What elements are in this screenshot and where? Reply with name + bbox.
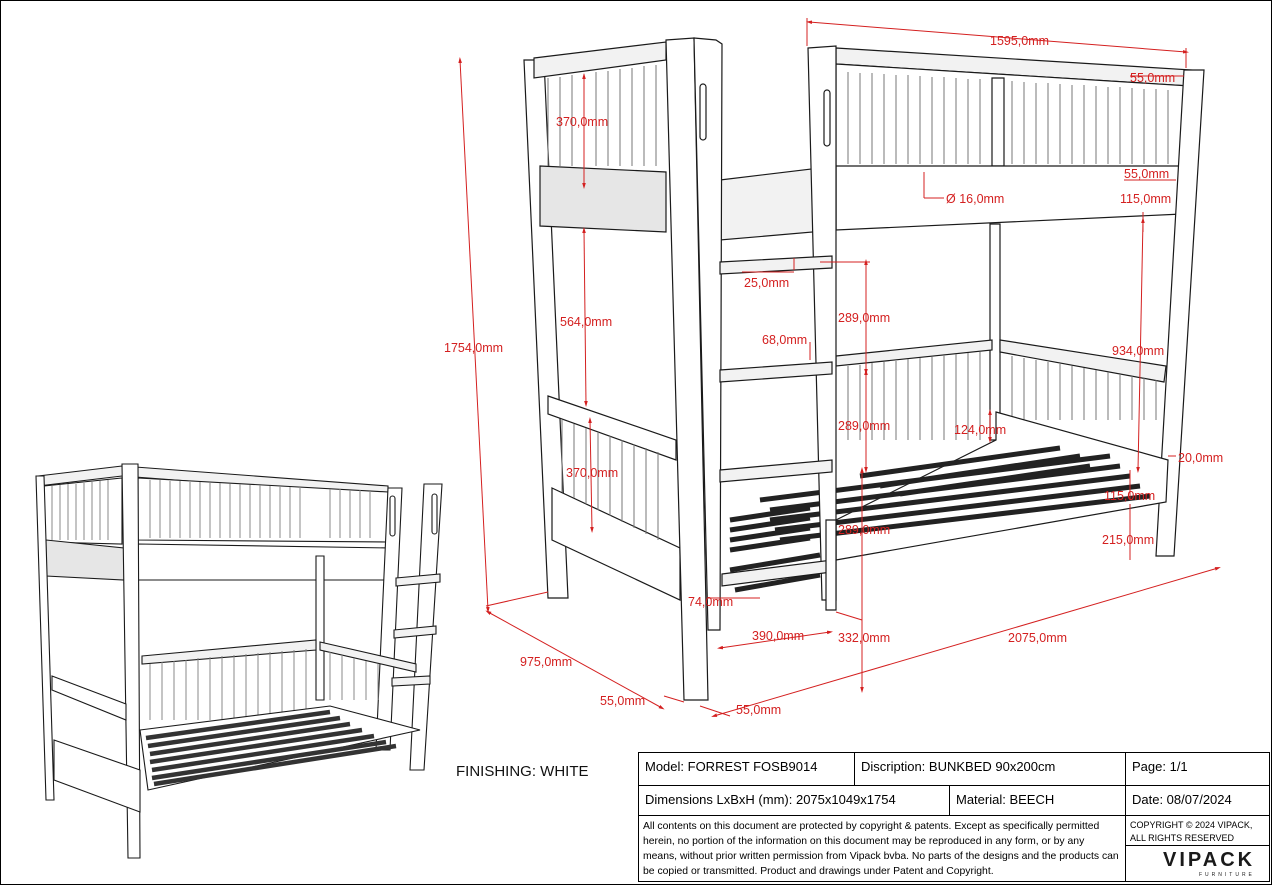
top-back-spindles — [847, 72, 1169, 164]
logo-subtitle: FURNITURE — [1199, 872, 1255, 878]
dim-289-c: 289,0mm — [838, 523, 890, 537]
dim-68: 68,0mm — [762, 333, 807, 347]
dim-124: 124,0mm — [954, 423, 1006, 437]
dim-289-b: 289,0mm — [838, 419, 890, 433]
perspective-bed-view — [35, 463, 443, 859]
material-cell: Material: BEECH — [950, 786, 1126, 816]
perspective-slats — [145, 709, 397, 787]
description-cell: Discription: BUNKBED 90x200cm — [855, 753, 1126, 786]
main-bed-view — [523, 37, 1205, 701]
finishing-label: FINISHING: WHITE — [456, 763, 589, 780]
dim-934: 934,0mm — [1112, 344, 1164, 358]
dim-20: 20,0mm — [1178, 451, 1223, 465]
dim-370-bottom: 370,0mm — [566, 466, 618, 480]
dimension-lines — [458, 18, 1221, 717]
dim-564: 564,0mm — [560, 315, 612, 329]
dim-74: 74,0mm — [688, 595, 733, 609]
copyright-line-1: COPYRIGHT © 2024 VIPACK, — [1130, 820, 1253, 830]
dim-16: Ø 16,0mm — [946, 192, 1004, 206]
dim-390: 390,0mm — [752, 629, 804, 643]
dim-370-top: 370,0mm — [556, 115, 608, 129]
dim-2075: 2075,0mm — [1008, 631, 1067, 645]
dim-332: 332,0mm — [838, 631, 890, 645]
logo-wordmark: VIPACK — [1163, 849, 1256, 871]
legal-notice: All contents on this document are protec… — [639, 816, 1126, 881]
model-cell: Model: FORREST FOSB9014 — [639, 753, 855, 786]
dim-215: 215,0mm — [1102, 533, 1154, 547]
title-block: Model: FORREST FOSB9014 Discription: BUN… — [638, 752, 1270, 882]
dim-115-top: 115,0mm — [1120, 192, 1171, 206]
dimensions-cell: Dimensions LxBxH (mm): 2075x1049x1754 — [639, 786, 950, 816]
date-cell: Date: 08/07/2024 — [1126, 786, 1269, 816]
copyright-cell: COPYRIGHT © 2024 VIPACK, ALL RIGHTS RESE… — [1126, 816, 1269, 846]
page-cell: Page: 1/1 — [1126, 753, 1269, 786]
dim-975: 975,0mm — [520, 655, 572, 669]
dim-55-top: 55,0mm — [1130, 71, 1175, 85]
copyright-line-2: ALL RIGHTS RESERVED — [1130, 833, 1235, 843]
dim-1595: 1595,0mm — [990, 34, 1049, 48]
dim-55-rail: 55,0mm — [1124, 167, 1169, 181]
dim-115-bottom: 115,0mm — [1104, 489, 1155, 503]
dim-55-bottom: 55,0mm — [736, 703, 781, 717]
dim-289-a: 289,0mm — [838, 311, 890, 325]
dimension-labels: 1595,0mm 55,0mm 370,0mm 55,0mm Ø 16,0mm … — [444, 34, 1223, 717]
dim-1754: 1754,0mm — [444, 341, 503, 355]
dim-55-left: 55,0mm — [600, 694, 645, 708]
dim-25: 25,0mm — [744, 276, 789, 290]
